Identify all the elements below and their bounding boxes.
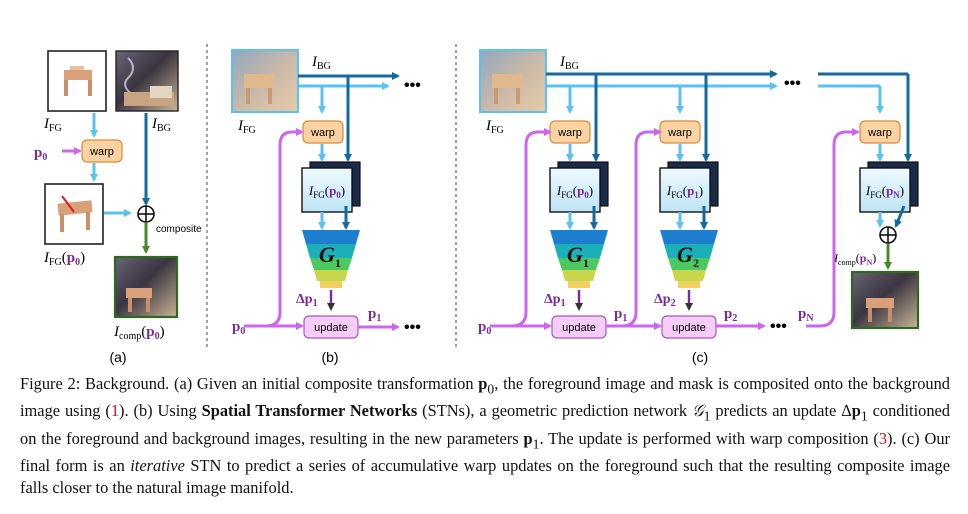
label-i-fg-p0: IFG(p0) <box>43 250 85 268</box>
fg-pn-block-c: IFG(pN) <box>859 161 919 213</box>
network-g2-c: G2 <box>660 230 718 288</box>
update-box-c2: update <box>661 315 717 339</box>
ellipsis-c-top: ••• <box>784 75 801 92</box>
label-p0-a: p0 <box>34 145 47 163</box>
svg-text:update: update <box>314 322 348 334</box>
composite-result-thumb <box>113 255 179 319</box>
panel-c: IBG IFG ••• warp warp warp <box>478 49 920 365</box>
label-pn-c: pN <box>798 306 814 324</box>
network-g1-c: G1 <box>550 230 608 288</box>
label-i-fg-a: IFG <box>43 116 62 134</box>
label-i-bg-b: IBG <box>311 54 331 72</box>
warp-box-b: warp <box>302 120 344 144</box>
svg-text:warp: warp <box>557 127 582 139</box>
label-composite: composite <box>156 224 202 235</box>
label-i-fg-b: IFG <box>237 118 256 136</box>
svg-text:warp: warp <box>89 146 114 158</box>
ellipsis-b-bottom: ••• <box>404 319 421 336</box>
panel-b: IBG IFG ••• warp IFG(p0) G1 <box>231 49 421 365</box>
label-p0-b: p0 <box>232 319 245 337</box>
label-i-comp-a: Icomp(p0) <box>113 324 165 342</box>
warp-box-cn: warp <box>859 120 901 144</box>
ref-eq-1[interactable]: 1 <box>110 401 120 421</box>
warped-fg-thumb <box>44 183 104 245</box>
panel-label-b: (b) <box>321 349 338 365</box>
ellipsis-c-bottom: ••• <box>770 318 787 335</box>
label-dp1-b: Δp1 <box>296 292 318 309</box>
label-i-fg-c: IFG <box>485 118 504 136</box>
warp-box-a: warp <box>81 139 123 163</box>
warp-box-c1: warp <box>549 120 591 144</box>
panel-a: IFG IBG p0 warp IFG(p0) composite <box>34 50 202 365</box>
composite-operator <box>137 205 155 223</box>
update-box-b: update <box>303 315 359 339</box>
label-p0-c: p0 <box>478 319 491 337</box>
panel-label-a: (a) <box>109 349 126 365</box>
label-i-comp-pn: Icomp(pN) <box>833 251 876 267</box>
label-p1-b: p1 <box>368 306 381 324</box>
label-p1-c: p1 <box>614 306 627 324</box>
bg-image-thumb <box>115 50 179 112</box>
composite-operator-c <box>879 226 897 244</box>
network-g1-b: G1 <box>302 230 360 288</box>
label-dp2-c: Δp2 <box>654 292 676 309</box>
figure-caption: Figure 2: Background. (a) Given an initi… <box>20 374 950 497</box>
fg-bg-stack-b <box>231 49 299 113</box>
figure-diagram: IFG IBG p0 warp IFG(p0) composite <box>34 44 920 365</box>
label-p2-c: p2 <box>724 306 737 324</box>
panel-label-c: (c) <box>692 349 708 365</box>
svg-text:update: update <box>672 322 706 334</box>
warp-box-c2: warp <box>659 120 701 144</box>
svg-text:warp: warp <box>667 127 692 139</box>
label-i-bg-a: IBG <box>151 116 171 134</box>
fg-p1-block-c: IFG(p1) <box>659 161 719 213</box>
composite-result-thumb-c <box>850 270 920 330</box>
ref-eq-3[interactable]: 3 <box>878 428 888 448</box>
label-dp1-c: Δp1 <box>544 292 566 309</box>
fg-bg-stack-c <box>479 49 547 113</box>
update-box-c1: update <box>551 315 607 339</box>
ellipsis-b-top: ••• <box>404 77 421 94</box>
fg-p0-block-b: IFG(p0) <box>301 161 361 213</box>
fg-p0-block-c: IFG(p0) <box>549 161 609 213</box>
fg-image-thumb <box>47 50 107 112</box>
svg-text:update: update <box>562 322 596 334</box>
label-i-bg-c: IBG <box>559 54 579 72</box>
svg-text:warp: warp <box>310 127 335 139</box>
svg-text:warp: warp <box>867 127 892 139</box>
